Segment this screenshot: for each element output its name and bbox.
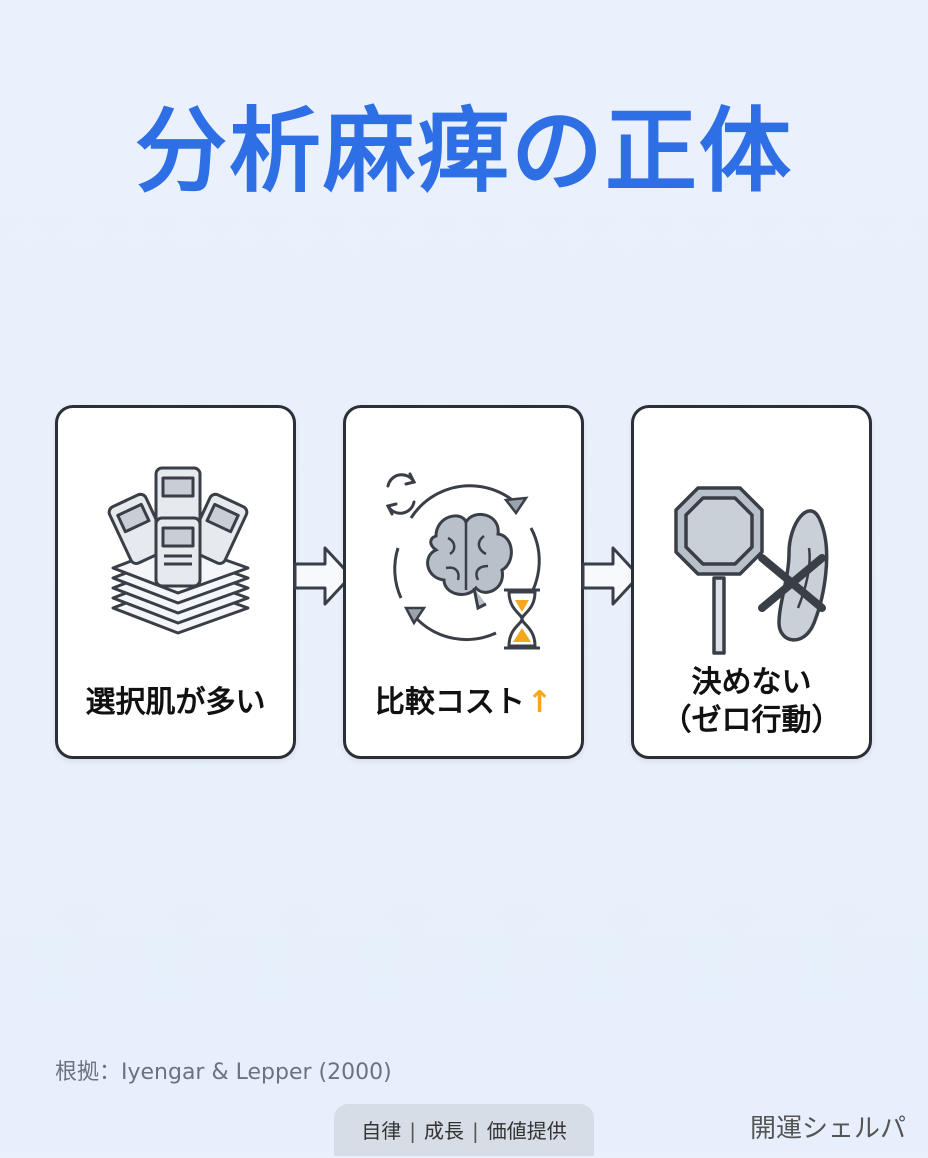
step-card-comparison-cost: 比較コスト↑: [343, 405, 584, 759]
step-card-no-decision: 決めない （ゼロ行動）: [631, 405, 872, 759]
tag-item: 価値提供: [486, 1119, 567, 1143]
brand-name: 開運シェルパ: [749, 1114, 906, 1144]
step-label: 選択肌が多い: [85, 685, 266, 720]
separator: |: [472, 1119, 479, 1143]
right-arrow-icon: [293, 546, 353, 606]
brain-hourglass-icon: [385, 472, 541, 650]
source-citation: 根拠：Iyengar & Lepper (2000): [55, 1060, 392, 1085]
tag-item: 成長: [424, 1119, 464, 1143]
page-title: 分析麻痺の正体: [134, 98, 793, 205]
tag-bar: 自律 | 成長 | 価値提供: [334, 1104, 594, 1156]
step-label-line1: 決めない: [691, 665, 812, 700]
separator: |: [409, 1119, 416, 1143]
up-arrow-icon: ↑: [526, 685, 553, 720]
step-label-text: 比較コスト: [374, 685, 525, 720]
step-label: 決めない （ゼロ行動）: [634, 664, 869, 740]
step-label-line2: （ゼロ行動）: [661, 703, 842, 738]
right-arrow-icon: [581, 546, 641, 606]
step-label: 比較コスト↑: [346, 684, 581, 722]
stacked-options-icon: [107, 466, 250, 635]
tag-item: 自律: [361, 1119, 402, 1143]
stop-sign-footprint-icon: [674, 486, 829, 655]
step-card-many-choices: 選択肌が多い: [55, 405, 296, 759]
